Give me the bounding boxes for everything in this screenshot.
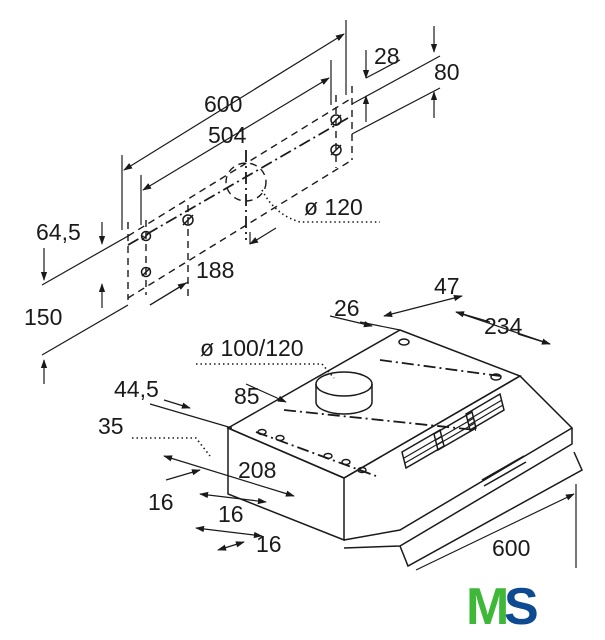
dim-arrow-16a [165, 469, 201, 481]
dimension-line-504 [142, 77, 330, 191]
dim-arrow-188-left [149, 282, 187, 306]
dim-label-width: 600 [204, 91, 242, 117]
dim-label-lower-height: 150 [24, 304, 62, 330]
dim-extension-150 [41, 304, 129, 356]
duct-leader [261, 189, 380, 223]
dim-line-16c [195, 525, 263, 539]
dim-label-hole-span: 208 [238, 457, 276, 483]
dim-label-rear-offset: 47 [434, 273, 460, 299]
dim-label-rear-depth: 26 [334, 295, 360, 321]
dim-extension-80-top [351, 55, 441, 105]
ms-logo: M S [466, 578, 539, 636]
wall-mounting-plan: 600 504 28 80 ø 120 64,5 150 [24, 20, 460, 384]
hood-front-left-face [227, 426, 345, 542]
dim-label-hole-spacing: 504 [208, 122, 247, 148]
dim-label-duct-diameter: ø 120 [304, 194, 363, 220]
dim-extension-26 [359, 321, 401, 331]
dim-arrow-188-right [249, 227, 277, 245]
dim-label-left-offset: 44,5 [114, 376, 159, 402]
cooker-hood-isometric: 26 47 234 ø 100/120 44,5 85 35 208 16 16… [98, 273, 583, 571]
dim-label-width: 600 [492, 535, 530, 561]
mounting-hole-icon [257, 338, 502, 474]
logo-letter-s: S [504, 578, 539, 636]
dim-label-outlet-offset: 85 [234, 383, 260, 409]
template-lower-edge [127, 159, 353, 299]
outlet-leader [196, 363, 335, 379]
outlet-hole-line [283, 409, 477, 431]
dim-arrow-44-5 [163, 399, 191, 409]
hood-front-face [343, 375, 574, 541]
dim-label-left-offset: 64,5 [36, 219, 81, 245]
dim-line-16d [217, 541, 245, 551]
dim-line-208 [163, 455, 295, 497]
dim-label-side: 35 [98, 413, 124, 439]
hood-bottom-edge [343, 428, 573, 549]
dim-arrow-85 [245, 383, 287, 403]
dim-arrow-26 [329, 315, 373, 328]
dim-arrow-234-a [455, 311, 491, 323]
dim-label-front-a: 16 [148, 489, 174, 515]
hood-visor [399, 451, 583, 568]
air-outlet [315, 371, 373, 415]
dim-extension-64-5 [41, 235, 129, 286]
dim-label-center-offset: 188 [196, 257, 234, 283]
dim-label-right-height: 80 [434, 59, 460, 85]
dim-extension-80-bottom [351, 87, 441, 135]
dim-label-top-offset: 28 [374, 43, 400, 69]
light-slot [483, 461, 527, 487]
rear-hole-line [379, 359, 501, 377]
dim-line-16b [199, 491, 267, 505]
dim-leader-28 [365, 59, 401, 79]
dim-label-front-c: 16 [256, 531, 282, 557]
dim-label-front-b: 16 [218, 501, 244, 527]
light-slot [481, 455, 525, 481]
dim-line-600 [415, 493, 575, 571]
side-leader [132, 437, 211, 457]
logo-letter-m: M [466, 578, 509, 636]
dim-leader-44-5 [149, 403, 233, 429]
dim-label-right-depth: 234 [484, 313, 523, 339]
dim-line-47 [383, 294, 463, 318]
dim-arrow-234-b [517, 333, 551, 345]
dim-label-outlet-diameter: ø 100/120 [200, 335, 304, 361]
vent-grille [401, 392, 505, 470]
